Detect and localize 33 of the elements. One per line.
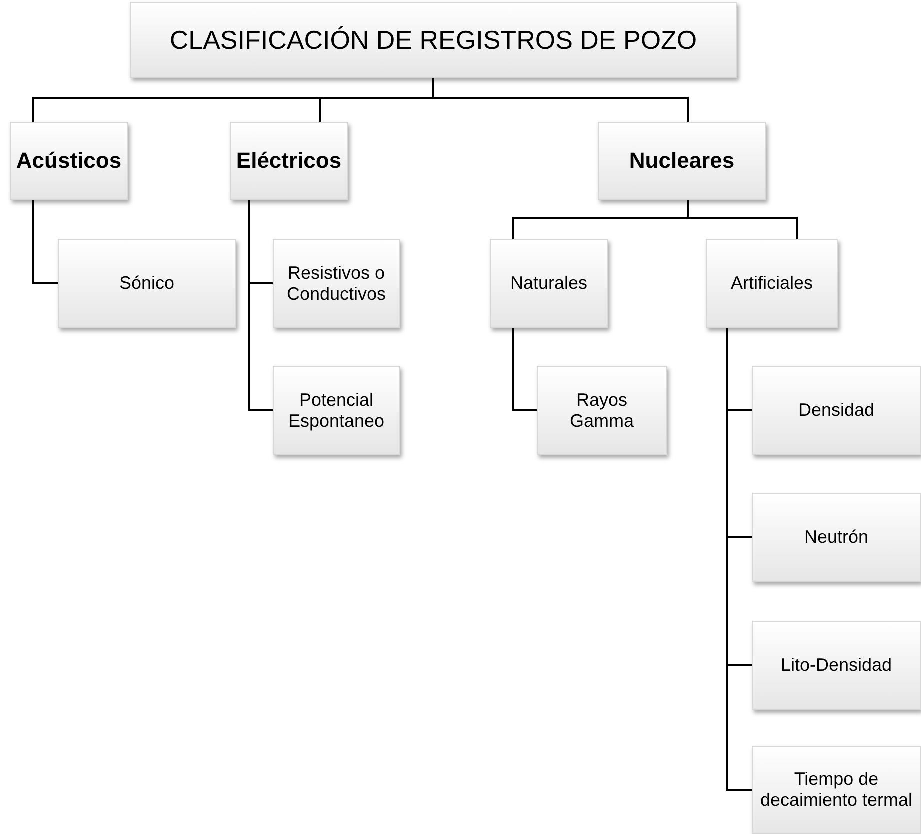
- connector-line: [248, 200, 273, 412]
- category-box: [752, 493, 921, 582]
- connector-line: [32, 200, 58, 284]
- node-label: Acústicos: [16, 148, 122, 174]
- category-box: [230, 122, 348, 200]
- category-box: [752, 746, 921, 834]
- node-label: Eléctricos: [236, 148, 342, 174]
- category-box: [752, 366, 921, 455]
- node-label: Potencial Espontaneo: [287, 390, 386, 432]
- node-label: Lito-Densidad: [780, 655, 892, 676]
- category-box: [706, 239, 838, 328]
- node-label: Tiempo de decaimiento termal: [759, 769, 914, 811]
- category-box: [537, 366, 667, 455]
- connector-line: [687, 200, 798, 239]
- category-box: [58, 239, 236, 328]
- node-label: Sónico: [119, 273, 175, 294]
- category-box: [273, 366, 400, 455]
- connector-line: [512, 328, 537, 412]
- node-label: Densidad: [798, 400, 875, 421]
- node-label: Naturales: [510, 273, 588, 294]
- category-box: [10, 122, 128, 200]
- node-label: Artificiales: [730, 273, 814, 294]
- node-label: Neutrón: [804, 527, 869, 548]
- category-box: [598, 122, 766, 200]
- node-label: CLASIFICACIÓN DE REGISTROS DE POZO: [170, 24, 698, 56]
- category-box: [273, 239, 400, 328]
- connector-line: [432, 78, 689, 122]
- node-label: Resistivos o Conductivos: [286, 262, 388, 304]
- node-label: Rayos Gamma: [568, 390, 635, 432]
- category-box: [752, 621, 921, 710]
- node-label: Nucleares: [629, 148, 735, 174]
- category-box: [490, 239, 608, 328]
- title-box: [130, 2, 737, 78]
